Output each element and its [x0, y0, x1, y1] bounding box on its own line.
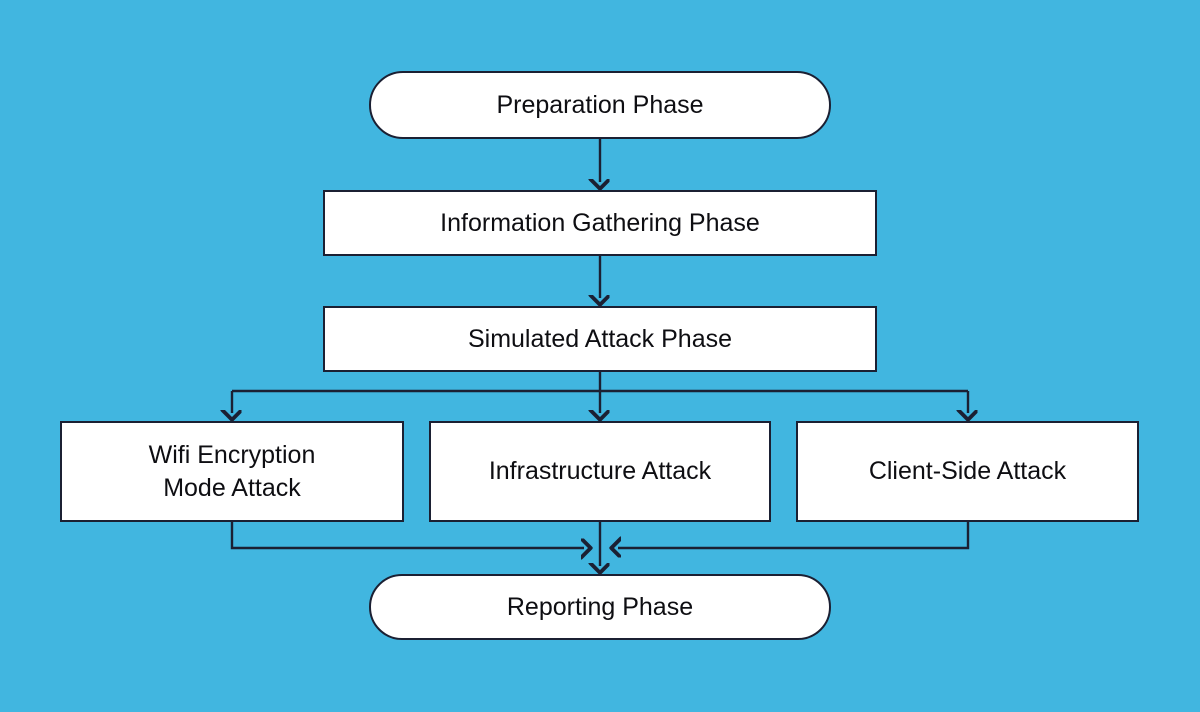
node-client-side-attack[interactable]: Client-Side Attack: [796, 421, 1139, 522]
node-infrastructure-attack-label: Infrastructure Attack: [488, 457, 712, 485]
node-infrastructure-attack[interactable]: Infrastructure Attack: [429, 421, 771, 522]
node-wifi-encryption-mode-attack-label: Wifi Encryption Mode Attack: [148, 440, 316, 502]
edge-wifi-to-reporting: [230, 522, 584, 548]
node-wifi-encryption-mode-attack[interactable]: Wifi Encryption Mode Attack: [60, 421, 404, 522]
node-preparation-phase[interactable]: Preparation Phase: [369, 71, 831, 139]
node-client-side-attack-label: Client-Side Attack: [868, 457, 1067, 485]
node-information-gathering-phase-label: Information Gathering Phase: [440, 208, 760, 237]
node-information-gathering-phase[interactable]: Information Gathering Phase: [323, 190, 877, 256]
edge-client-to-reporting: [618, 522, 970, 548]
node-reporting-phase[interactable]: Reporting Phase: [369, 574, 831, 640]
node-simulated-attack-phase[interactable]: Simulated Attack Phase: [323, 306, 877, 372]
node-reporting-phase-label: Reporting Phase: [506, 592, 694, 621]
node-simulated-attack-phase-label: Simulated Attack Phase: [467, 324, 733, 353]
node-preparation-phase-label: Preparation Phase: [496, 90, 704, 119]
